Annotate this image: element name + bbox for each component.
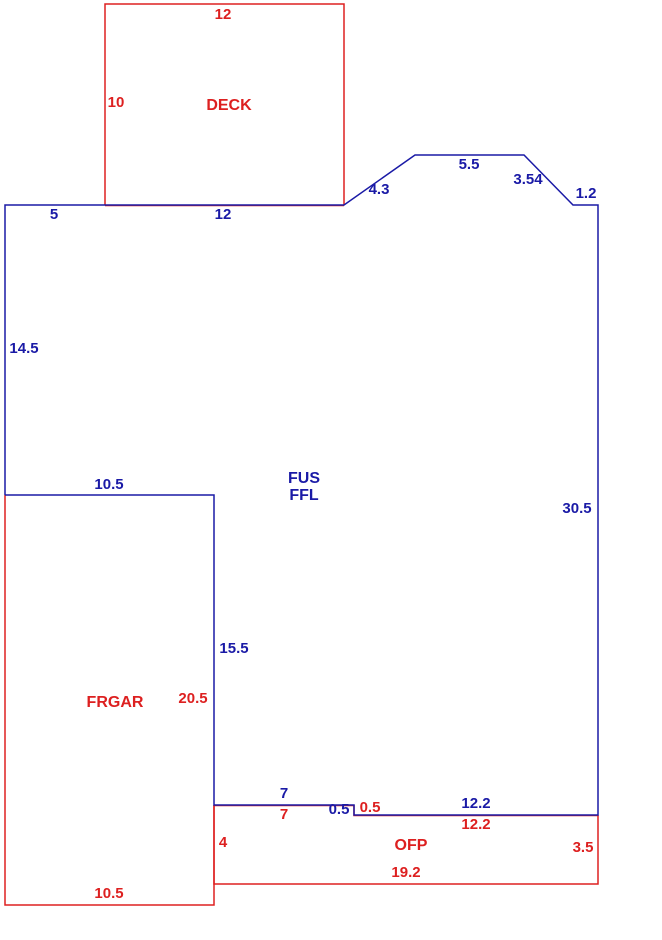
porch-outline (213, 805, 599, 885)
dim-main-left: 14.5 (9, 340, 38, 357)
dim-step-blue: 0.5 (329, 801, 350, 818)
dim-main-right: 30.5 (562, 500, 591, 517)
ofp-label: OFP (395, 837, 428, 854)
dim-main-top-left: 5 (50, 206, 58, 223)
dim-bay-right: 1.2 (576, 185, 597, 202)
main-house-outline (4, 154, 599, 816)
dim-porch-top-right-red: 12.2 (461, 816, 490, 833)
dim-bay-diag-right: 3.54 (513, 171, 543, 188)
dim-garage-top: 10.5 (94, 476, 123, 493)
porch-shared-edge (214, 804, 598, 817)
dim-porch-top-left-blue: 7 (280, 785, 288, 802)
dim-porch-top-right-blue: 12.2 (461, 795, 490, 812)
dim-bay-diag-left: 4.3 (369, 181, 390, 198)
dim-porch-left: 4 (219, 834, 228, 851)
dim-main-top-deck: 12 (215, 206, 232, 223)
dim-deck-top: 12 (215, 6, 232, 23)
deck-outline (104, 3, 345, 205)
deck-label: DECK (206, 97, 252, 114)
fus-label: FUS (288, 470, 320, 487)
dim-garage-side: 20.5 (178, 690, 207, 707)
dim-porch-top-left-red: 7 (280, 806, 288, 823)
dim-porch-bottom: 19.2 (391, 864, 420, 881)
dim-porch-right: 3.5 (573, 839, 594, 856)
dim-deck-left: 10 (108, 94, 125, 111)
dim-garage-inner: 15.5 (219, 640, 248, 657)
dim-garage-bottom: 10.5 (94, 885, 123, 902)
ffl-label: FFL (289, 487, 319, 504)
dim-bay-top: 5.5 (459, 156, 480, 173)
frgar-label: FRGAR (87, 694, 144, 711)
dim-step-red: 0.5 (360, 799, 381, 816)
